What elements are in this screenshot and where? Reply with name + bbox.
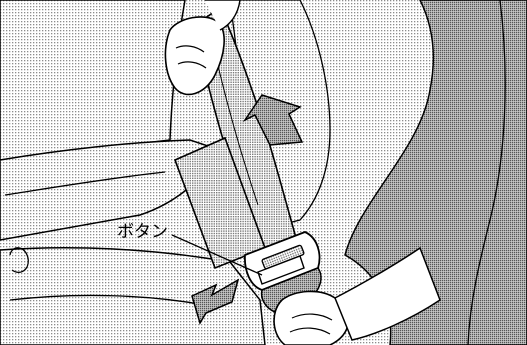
button-callout-label: ボタン [117, 224, 168, 241]
seat-back [0, 0, 185, 160]
